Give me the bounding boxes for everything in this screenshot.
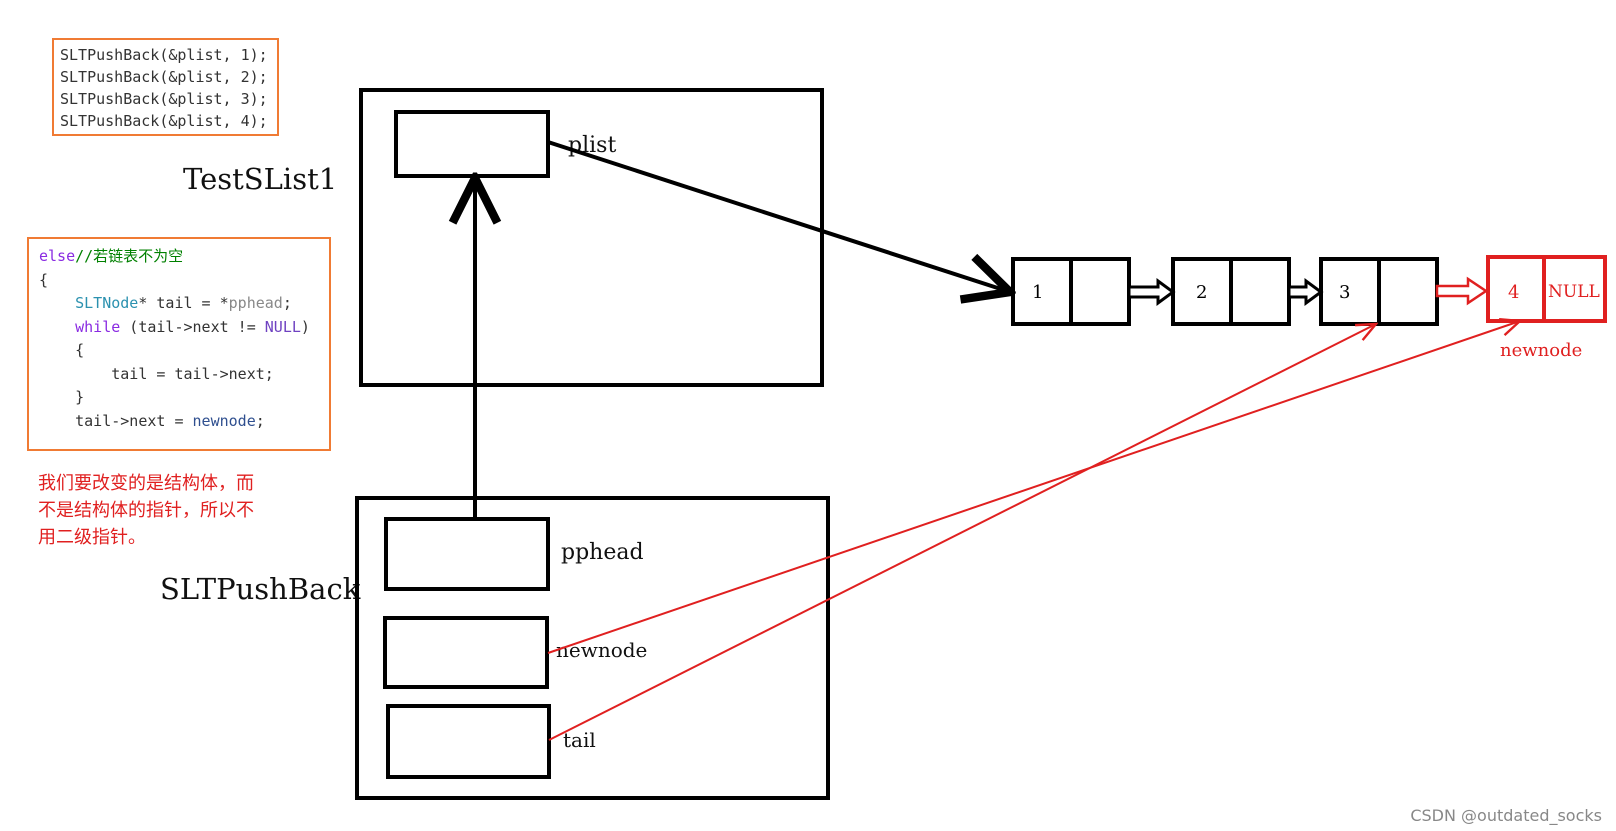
code-line: { <box>39 270 49 289</box>
node-3-value: 3 <box>1339 282 1351 303</box>
explanation-note: 我们要改变的是结构体，而 不是结构体的指针，所以不 用二级指针。 <box>38 470 328 551</box>
plist-label: plist <box>568 133 617 158</box>
push-frame-label: SLTPushBack <box>160 572 361 606</box>
code-line: while (tail->next != NULL) <box>75 317 310 336</box>
node-1 <box>1011 257 1131 326</box>
code-snippet-else-branch: else//若链表不为空 { SLTNode* tail = *pphead; … <box>27 237 331 451</box>
new-node-label: newnode <box>1500 340 1583 361</box>
tail-label: tail <box>563 728 596 752</box>
code-line: SLTPushBack(&plist, 3); <box>60 90 268 108</box>
tail-box <box>386 704 551 779</box>
code-line: } <box>75 388 85 406</box>
code-line: tail = tail->next; <box>111 364 274 383</box>
node2-to-node3-arrow <box>1287 278 1324 306</box>
node-3 <box>1319 257 1439 326</box>
tail-to-node3-arrow <box>548 324 1376 741</box>
newnode-to-node4-arrow <box>547 321 1520 654</box>
code-line: SLTPushBack(&plist, 4); <box>60 112 268 130</box>
plist-to-node1-arrow <box>547 140 1010 292</box>
note-line: 我们要改变的是结构体，而 <box>38 473 254 494</box>
node-4 <box>1486 255 1607 323</box>
newnode-label: newnode <box>556 638 648 662</box>
code-line: SLTPushBack(&plist, 1); <box>60 46 268 64</box>
code-line: SLTPushBack(&plist, 2); <box>60 68 268 86</box>
note-line: 不是结构体的指针，所以不 <box>38 500 254 521</box>
node3-to-node4-arrow <box>1435 276 1489 306</box>
note-line: 用二级指针。 <box>38 527 146 548</box>
node-2-value: 2 <box>1196 282 1208 303</box>
node-4-value: 4 <box>1508 282 1520 303</box>
newnode-box <box>383 616 549 689</box>
code-snippet-push-calls: SLTPushBack(&plist, 1); SLTPushBack(&pli… <box>52 38 279 136</box>
node-1-value: 1 <box>1032 282 1044 303</box>
code-line: tail->next = newnode; <box>75 411 265 430</box>
node-2 <box>1171 257 1291 326</box>
pphead-label: pphead <box>561 540 644 565</box>
code-line: { <box>75 341 85 359</box>
code-line: else//若链表不为空 <box>39 247 184 265</box>
plist-box <box>394 110 550 178</box>
test-frame-box <box>359 88 824 387</box>
pphead-box <box>384 517 550 591</box>
push-frame-box <box>355 496 830 800</box>
node-4-next: NULL <box>1548 282 1600 302</box>
code-line: SLTNode* tail = *pphead; <box>75 294 292 312</box>
node1-to-node2-arrow <box>1127 278 1176 306</box>
watermark: CSDN @outdated_socks <box>1410 806 1602 825</box>
test-frame-label: TestSList1 <box>183 162 338 196</box>
